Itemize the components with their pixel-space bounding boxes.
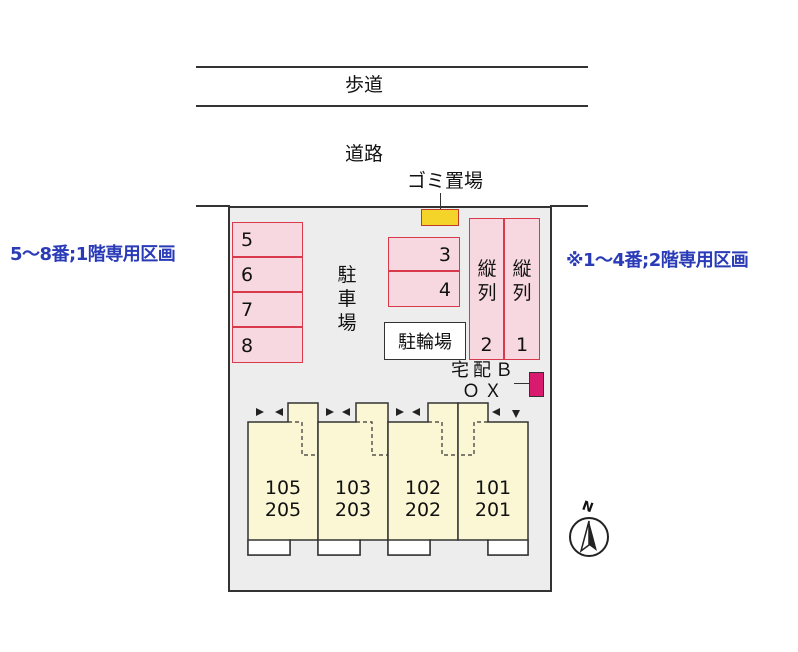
bicycle-parking: 駐輪場 xyxy=(384,322,466,360)
parking-space-6: 6 xyxy=(232,257,303,292)
garbage-area xyxy=(421,209,459,226)
compass-rose xyxy=(569,517,609,557)
sidewalk-top-line xyxy=(196,66,588,68)
entry-arrow xyxy=(326,408,334,416)
parking-space-7: 7 xyxy=(232,292,303,327)
unit-102-entrance xyxy=(387,539,431,556)
garbage-connector xyxy=(440,193,441,209)
entry-arrow xyxy=(275,408,283,416)
parking-space-8: 8 xyxy=(232,327,303,363)
entry-arrow xyxy=(396,408,404,416)
unit-105-stair xyxy=(288,421,318,456)
parking-space-1-number: 1 xyxy=(515,334,529,356)
parking-space-2-label: 縦列 xyxy=(477,258,497,304)
note-left: 5～8番;1階専用区画 xyxy=(10,244,176,265)
unit-105-entrance xyxy=(247,539,291,556)
entry-arrow xyxy=(512,410,520,418)
unit-101-stair xyxy=(458,421,488,456)
unit-103-stair xyxy=(356,421,388,456)
note-right: ※1～4番;2階専用区画 xyxy=(566,250,749,271)
entry-arrow xyxy=(412,408,420,416)
parking-space-3: 3 xyxy=(388,237,460,271)
delivery-box-label: 宅配ＢＯＸ xyxy=(451,360,517,402)
unit-103-entrance xyxy=(317,539,361,556)
entry-arrow xyxy=(492,408,500,416)
parking-label: 駐車場 xyxy=(337,264,357,334)
parking-space-1: 縦列 1 xyxy=(504,218,540,360)
parking-space-5: 5 xyxy=(232,222,303,257)
parking-space-2-number: 2 xyxy=(480,334,493,356)
unit-102-stair xyxy=(428,421,458,456)
delivery-box xyxy=(529,372,544,397)
parking-space-1-label: 縦列 xyxy=(512,258,532,304)
parking-space-4: 4 xyxy=(388,271,460,307)
parking-space-2: 縦列 2 xyxy=(469,218,504,360)
delivery-box-connector xyxy=(514,383,529,384)
sidewalk-bottom-line xyxy=(196,105,588,107)
entry-arrow xyxy=(256,408,264,416)
road-line-right xyxy=(550,205,588,207)
entry-arrow xyxy=(342,408,350,416)
road-line-left xyxy=(196,205,230,207)
garbage-label: ゴミ置場 xyxy=(407,170,484,192)
road-label: 道路 xyxy=(345,143,384,165)
sidewalk-label: 歩道 xyxy=(345,74,384,96)
unit-101-entrance xyxy=(487,539,529,556)
